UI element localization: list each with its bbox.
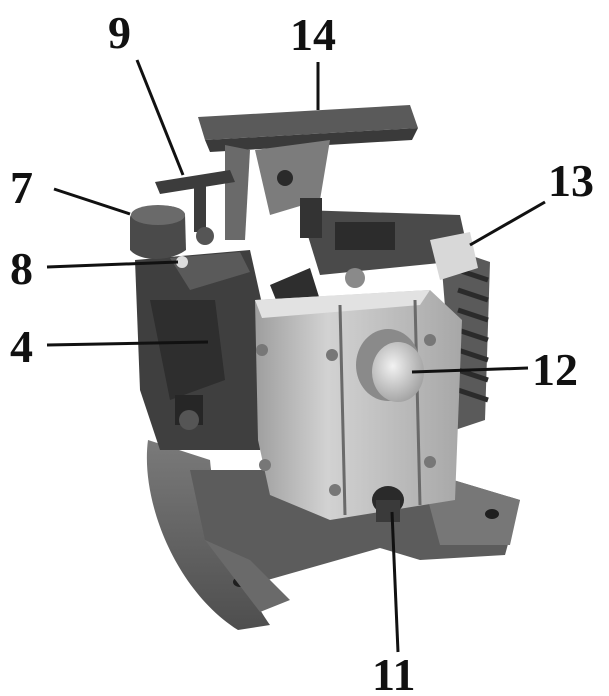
leader-13 bbox=[469, 200, 546, 247]
callout-labels: 9 14 7 13 8 4 12 11 bbox=[10, 7, 594, 696]
drain-plug bbox=[372, 486, 404, 522]
choke-plate bbox=[170, 252, 250, 290]
callout-9: 9 bbox=[108, 7, 131, 58]
callout-7: 7 bbox=[10, 162, 33, 213]
callout-8: 8 bbox=[10, 243, 33, 294]
fuel-cap bbox=[130, 205, 186, 259]
leader-11 bbox=[390, 511, 400, 653]
leader-4 bbox=[46, 340, 209, 347]
carry-handle bbox=[198, 105, 418, 240]
pump-housing bbox=[255, 290, 462, 520]
leader-12 bbox=[411, 366, 529, 374]
leader-9 bbox=[135, 59, 185, 176]
callout-12: 12 bbox=[532, 344, 578, 395]
engine-block bbox=[135, 250, 270, 450]
leader-lines bbox=[46, 59, 546, 653]
leader-8 bbox=[46, 260, 179, 269]
leader-7 bbox=[53, 187, 131, 216]
callout-11: 11 bbox=[372, 649, 415, 696]
callout-4: 4 bbox=[10, 321, 33, 372]
callout-13: 13 bbox=[548, 155, 594, 206]
outlet-port bbox=[356, 329, 424, 402]
throttle-lever bbox=[155, 170, 235, 245]
callout-14: 14 bbox=[290, 9, 336, 60]
